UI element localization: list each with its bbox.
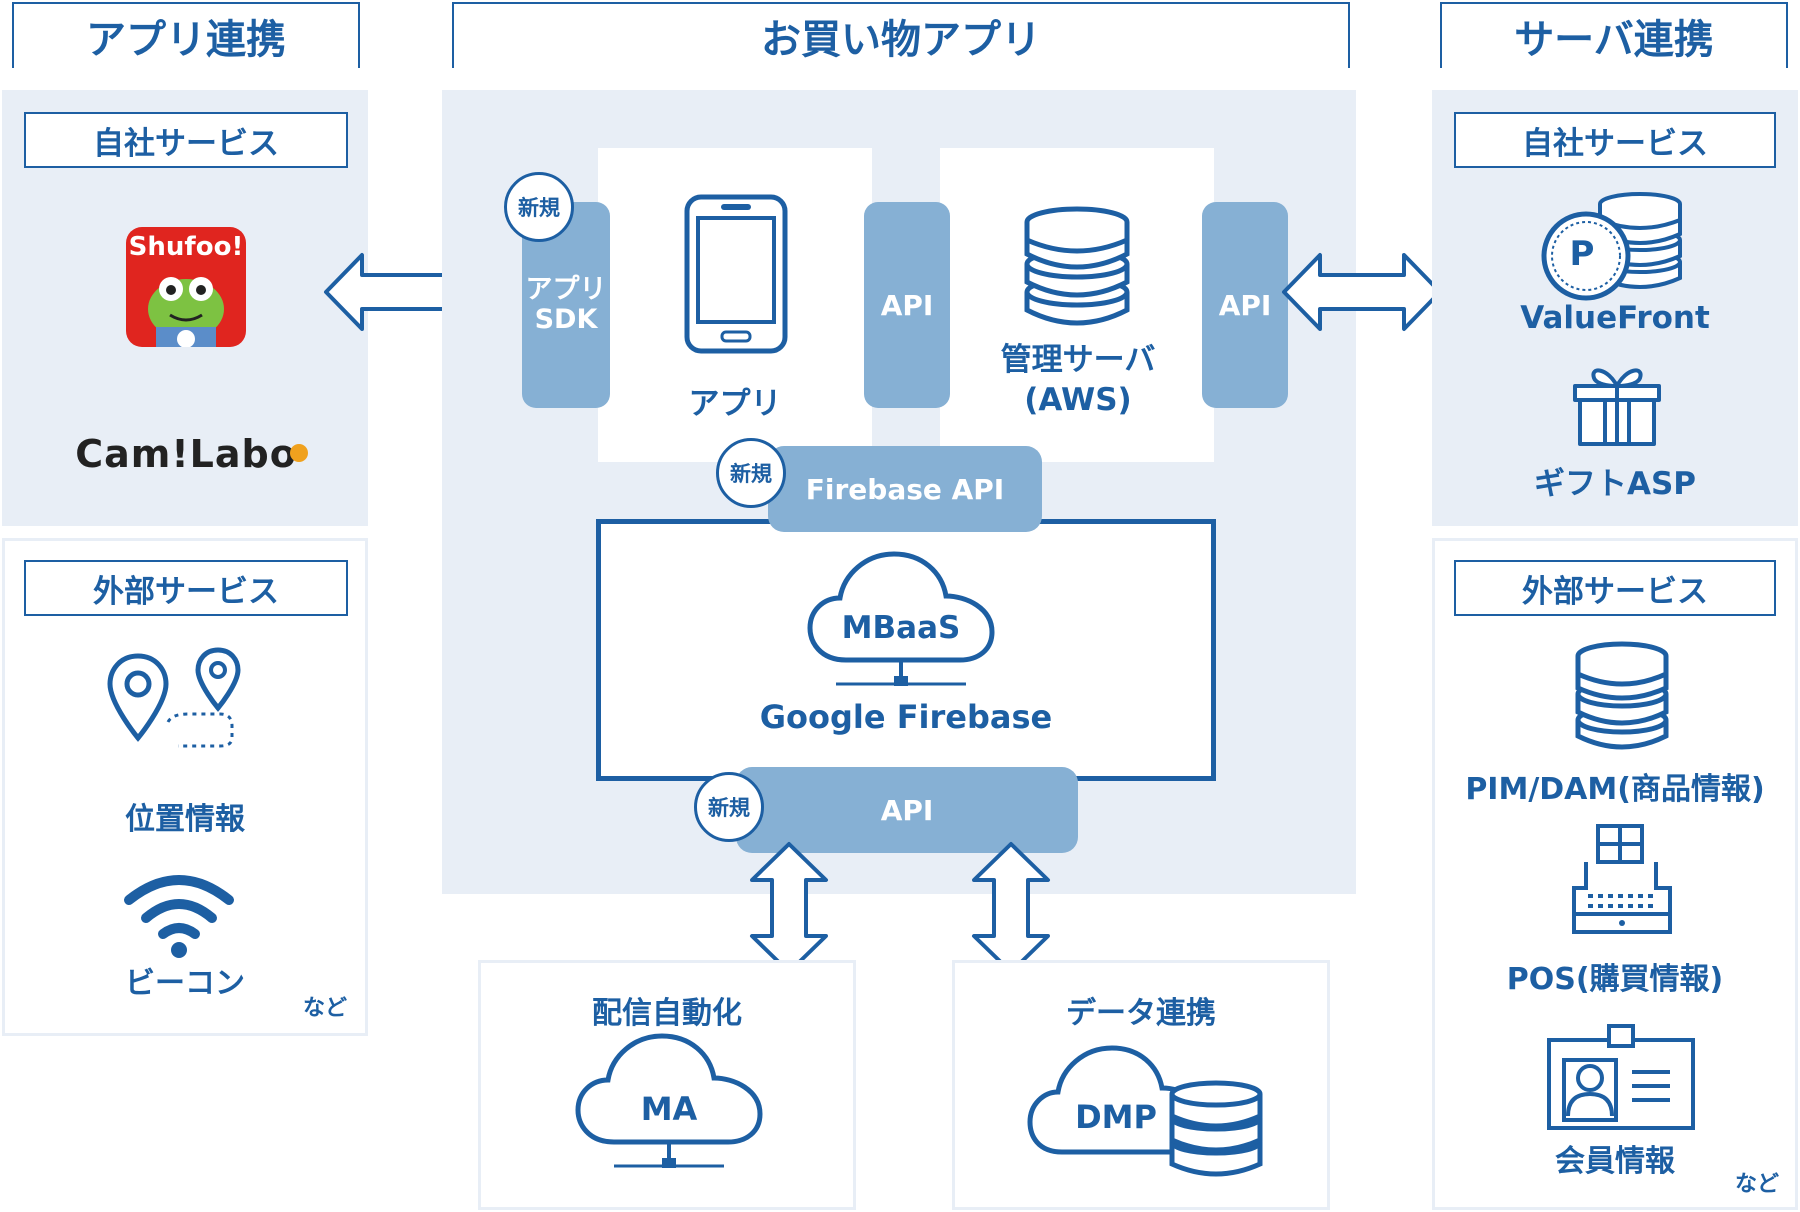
member-info-label: 会員情報 <box>1555 1144 1675 1179</box>
right-own-service-title: 自社サービス <box>1454 112 1776 168</box>
pos-label: POS(購買情報) <box>1506 962 1724 997</box>
dmp-label: DMP <box>1075 1098 1157 1136</box>
member-card-icon <box>1547 1024 1695 1130</box>
smartphone-icon <box>684 194 788 354</box>
firebase-new-badge: 新規 <box>716 438 786 508</box>
right-external-title: 外部サービス <box>1454 560 1776 616</box>
shufoo-logo-text: Shufoo! <box>128 232 244 262</box>
valuefront-label: ValueFront <box>1520 300 1710 336</box>
camlabo-logo: Cam!Labo <box>75 432 297 476</box>
header-shopping-app: お買い物アプリ <box>452 2 1350 68</box>
camlabo-dot <box>290 444 308 462</box>
bottom-api-block: API <box>736 767 1078 853</box>
app-label: アプリ <box>688 386 782 422</box>
location-icon <box>107 647 241 748</box>
sdk-new-badge: 新規 <box>504 172 574 242</box>
p-badge: P <box>1569 234 1595 274</box>
shufoo-logo: Shufoo! <box>126 227 246 347</box>
left-external-title: 外部サービス <box>24 560 348 616</box>
right-double-arrow <box>1282 253 1442 331</box>
pim-dam-label: PIM/DAM(商品情報) <box>1465 772 1765 807</box>
location-label: 位置情報 <box>125 802 245 837</box>
gift-asp-label: ギフトASP <box>1533 466 1697 502</box>
gift-icon <box>1573 368 1661 446</box>
management-server-label: 管理サーバ (AWS) <box>1000 342 1156 419</box>
left-etc-label: など <box>302 996 347 1021</box>
api-block-1: API <box>864 202 950 408</box>
wifi-icon <box>124 875 234 958</box>
beacon-label: ビーコン <box>125 966 245 1001</box>
api-block-2: API <box>1202 202 1288 408</box>
app-area <box>598 148 872 462</box>
firebase-api-block: Firebase API <box>768 446 1042 532</box>
ma-cloud-icon <box>575 1033 763 1168</box>
bottom-new-badge: 新規 <box>694 772 764 842</box>
valuefront-icon <box>1541 192 1682 301</box>
cloud-icon <box>807 551 995 686</box>
ma-label: MA <box>640 1090 698 1128</box>
left-own-service-title: 自社サービス <box>24 112 348 168</box>
header-app-integration: アプリ連携 <box>12 2 360 68</box>
mbaas-label: MBaaS <box>841 610 961 646</box>
database-icon <box>1024 206 1130 326</box>
ma-title: 配信自動化 <box>592 996 742 1031</box>
pim-database-icon <box>1575 641 1669 750</box>
dmp-title: データ連携 <box>1066 996 1216 1031</box>
header-server-integration: サーバ連携 <box>1440 2 1788 68</box>
dmp-cloud-icon <box>1027 1045 1263 1177</box>
right-etc-label: など <box>1734 1172 1779 1197</box>
google-firebase-label: Google Firebase <box>759 698 1053 736</box>
vertical-arrow-dmp <box>972 842 1050 974</box>
vertical-arrow-ma <box>750 842 828 974</box>
pos-register-icon <box>1572 824 1672 934</box>
